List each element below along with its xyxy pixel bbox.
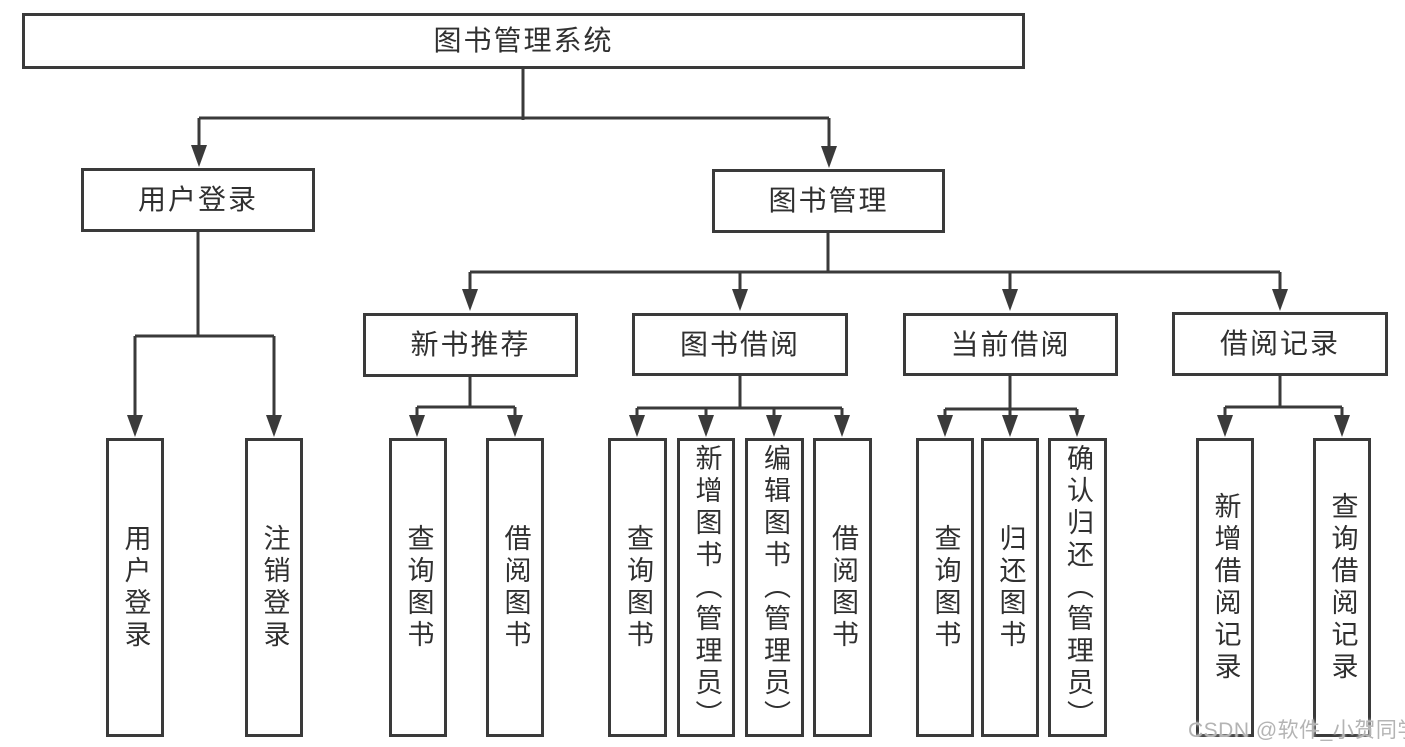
arrow-down-icon <box>1069 415 1085 437</box>
node-label: 图书管理 <box>768 185 889 216</box>
node-library-management-system: 图书管理系统 <box>22 13 1025 69</box>
leaf-label: 新增图书（管理员） <box>691 443 722 732</box>
leaf-label: 注销登录 <box>259 523 290 652</box>
arrow-down-icon <box>191 145 207 167</box>
tree-edges <box>133 68 1344 420</box>
node-book-management-branch: 图书管理 <box>712 169 945 233</box>
leaf-label: 编辑图书（管理员） <box>760 443 790 732</box>
node-book-borrowing: 图书借阅 <box>632 313 848 376</box>
leaf-borrow-edit-books-admin: 编辑图书（管理员） <box>745 438 804 737</box>
leaf-label: 查询图书 <box>930 523 961 652</box>
node-new-book-recommendation: 新书推荐 <box>363 313 578 377</box>
leaf-borrow-query-books: 查询图书 <box>608 438 667 737</box>
node-user-login-branch: 用户登录 <box>81 168 315 232</box>
arrow-down-icon <box>1002 289 1018 311</box>
arrow-down-icon <box>1002 415 1018 437</box>
leaf-label: 新增借阅记录 <box>1210 491 1241 684</box>
leaf-borrow-borrow-books: 借阅图书 <box>813 438 872 737</box>
node-label: 图书管理系统 <box>433 25 614 56</box>
node-borrowing-records: 借阅记录 <box>1172 312 1388 376</box>
arrow-down-icon <box>821 146 837 168</box>
leaf-user-login: 用户登录 <box>106 438 164 737</box>
arrow-down-icon <box>409 415 425 437</box>
leaf-current-query-books: 查询图书 <box>916 438 974 737</box>
leaf-label: 查询图书 <box>403 523 434 652</box>
leaf-newbook-query-books: 查询图书 <box>389 438 447 737</box>
arrow-down-icon <box>1334 415 1350 437</box>
node-label: 借阅记录 <box>1219 328 1340 359</box>
arrow-down-icon <box>462 289 478 311</box>
arrow-down-icon <box>766 415 782 437</box>
arrow-down-icon <box>834 415 850 437</box>
csdn-watermark: CSDN @软件_小贺同学 <box>1188 719 1405 742</box>
leaf-records-add-record: 新增借阅记录 <box>1196 438 1254 737</box>
arrow-down-icon <box>1272 289 1288 311</box>
arrow-down-icon <box>732 289 748 311</box>
leaf-newbook-borrow-books: 借阅图书 <box>486 438 544 737</box>
arrow-down-icon <box>937 415 953 437</box>
leaf-label: 借阅图书 <box>500 523 531 652</box>
node-label: 图书借阅 <box>679 328 800 360</box>
leaf-logout: 注销登录 <box>245 438 303 737</box>
arrow-down-icon <box>127 415 143 437</box>
leaf-label: 归还图书 <box>995 523 1026 652</box>
leaf-label: 查询借阅记录 <box>1327 491 1358 684</box>
node-label: 当前借阅 <box>950 328 1071 360</box>
arrow-down-icon <box>507 415 523 437</box>
leaf-label: 确认归还（管理员） <box>1063 443 1093 732</box>
arrow-down-icon <box>629 415 645 437</box>
arrow-down-icon <box>698 415 714 437</box>
arrow-down-icon <box>266 415 282 437</box>
node-label: 新书推荐 <box>410 329 531 360</box>
leaf-label: 借阅图书 <box>828 523 858 652</box>
leaf-current-confirm-return-admin: 确认归还（管理员） <box>1048 438 1107 737</box>
leaf-label: 用户登录 <box>120 523 151 652</box>
leaf-records-query-record: 查询借阅记录 <box>1313 438 1371 737</box>
leaf-borrow-add-books-admin: 新增图书（管理员） <box>677 438 735 737</box>
node-label: 用户登录 <box>137 184 258 215</box>
arrow-down-icon <box>1217 415 1233 437</box>
leaf-label: 查询图书 <box>623 523 653 652</box>
leaf-current-return-books: 归还图书 <box>981 438 1039 737</box>
node-current-borrowing: 当前借阅 <box>903 313 1118 376</box>
